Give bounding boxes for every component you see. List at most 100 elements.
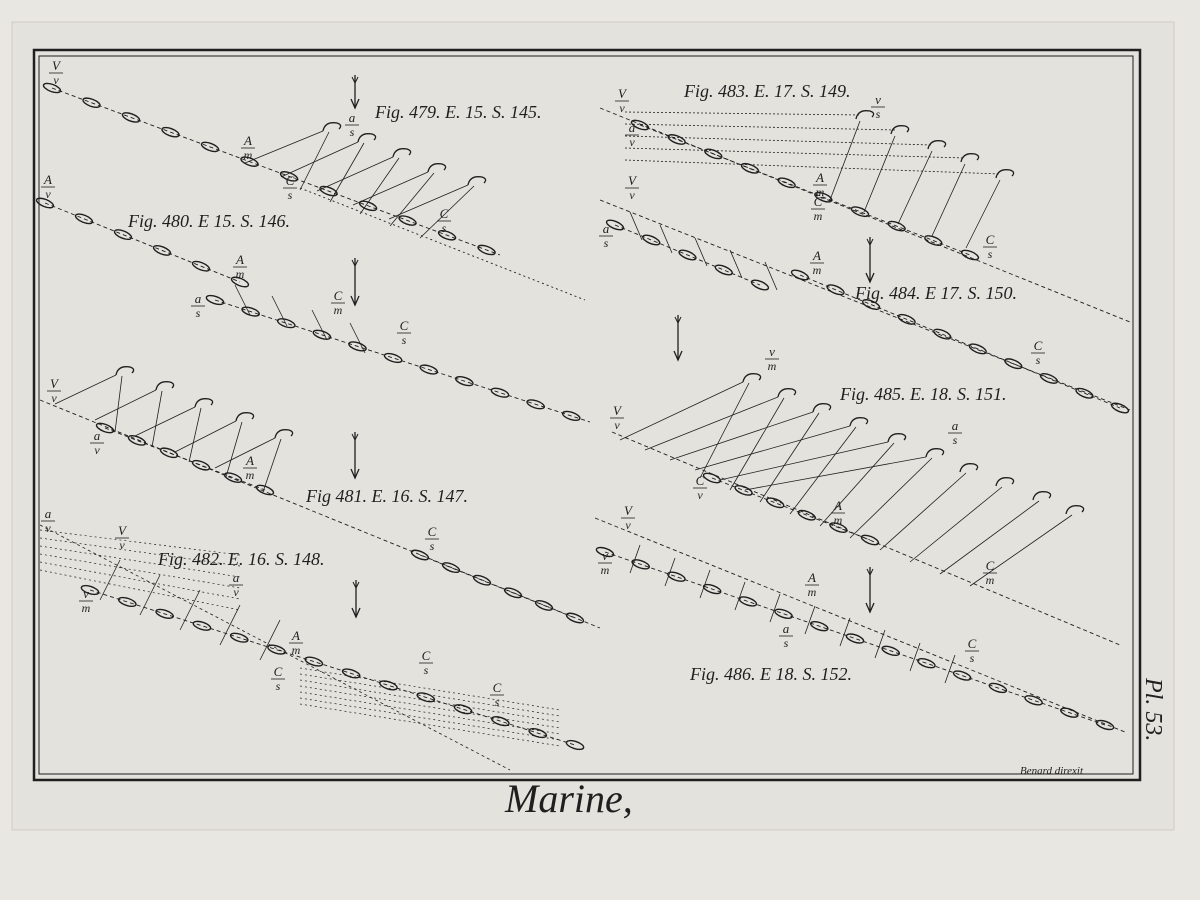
fig486-main-column-ship xyxy=(952,670,972,681)
fig482-hatch-line-lower xyxy=(299,691,561,735)
fig481-ship-column-axis xyxy=(104,427,266,491)
fig484-link-line xyxy=(659,224,673,254)
fig485-turning-ship xyxy=(849,417,869,427)
fig-484-caption: Fig. 484. E 17. S. 150. xyxy=(854,283,1017,303)
fig482-link-line xyxy=(219,604,241,646)
fig484-letter-top: a xyxy=(603,221,610,236)
fig485-letter-top: V xyxy=(613,403,623,418)
fig484-letter: Vv xyxy=(625,173,639,202)
fig486-wind-arrow-fletch xyxy=(866,568,874,577)
fig485-letter-bottom: v xyxy=(614,418,620,432)
fig480-letter-bottom: s xyxy=(196,306,201,320)
fig481-sight-line xyxy=(54,374,117,405)
fig480-main-column-ship xyxy=(561,410,581,422)
fig481-wind-arrow-fletch xyxy=(351,433,359,442)
fig486-letter-bottom: v xyxy=(625,518,631,532)
fig486-axis-line xyxy=(594,517,1126,733)
fig484-main-column-ship xyxy=(933,328,952,340)
fig480-link-line xyxy=(271,295,288,327)
fig486-letter-top: a xyxy=(783,621,790,636)
fig479-main-column-ship xyxy=(319,185,338,197)
fig479-letter: Am xyxy=(241,133,255,162)
fig479-sight-line xyxy=(389,172,435,227)
fig479-letter: as xyxy=(345,110,359,139)
fig479-sight-line xyxy=(280,141,359,178)
fig486-main-column-ship xyxy=(667,571,686,582)
fig483-letter: Cm xyxy=(811,194,825,223)
fig484-lead-column-axis xyxy=(614,224,761,286)
fig480-letter-bottom: s xyxy=(402,333,407,347)
fig481-letter: av xyxy=(90,428,104,457)
fig484-letter-bottom: s xyxy=(1036,353,1041,367)
fig485-letter-bottom: m xyxy=(768,359,777,373)
fig485-sight-line xyxy=(789,426,857,515)
fig485-ship-column-ship xyxy=(766,497,785,509)
fig485-sight-line xyxy=(879,472,967,551)
fig483-ship-column-ship xyxy=(850,206,870,218)
fig485-ship-column-ship xyxy=(702,472,722,484)
fig482-letter: vm xyxy=(79,586,93,615)
fig485-letter-bottom: m xyxy=(986,573,995,587)
fig483-ship-column-ship xyxy=(667,134,686,145)
fig486-main-column-ship xyxy=(1024,695,1043,706)
fig483-ship-column-ship xyxy=(924,235,943,246)
fig482-letter: Am xyxy=(289,628,303,657)
fig481-sight-line xyxy=(214,437,276,469)
fig486-letter-top: V xyxy=(624,503,634,518)
fig486-wind-arrow-head xyxy=(865,602,875,614)
fig484-letter: Am xyxy=(810,248,824,277)
fig485-letter-bottom: m xyxy=(834,513,843,527)
fig479-letter-bottom: s xyxy=(350,125,355,139)
fig486-letter-top: A xyxy=(807,570,816,585)
fig485-letter: Vv xyxy=(610,403,624,432)
fig485-sight-line xyxy=(819,442,895,527)
fig483-letter-top: A xyxy=(815,170,824,185)
fig479-sight-line xyxy=(388,184,469,220)
fig482-hatch-line xyxy=(39,561,241,600)
fig483-link-line xyxy=(965,179,1001,249)
fig479-letter-top: A xyxy=(243,133,252,148)
fig485-letter-bottom: s xyxy=(953,433,958,447)
fig481-sight-line xyxy=(188,407,202,463)
fig485-turning-ship xyxy=(995,477,1015,487)
fig484-main-column-ship xyxy=(968,343,987,355)
fig485-turning-ship xyxy=(812,403,832,413)
fig483-link-line xyxy=(863,135,896,213)
fig482-letter-bottom: m xyxy=(292,643,301,657)
fig480-letter: Cs xyxy=(397,318,411,347)
fig483-letter: Cs xyxy=(983,232,997,261)
fig483-turning-ship xyxy=(927,140,947,150)
fig480-letter-bottom: v xyxy=(45,187,51,201)
fig483-link-line xyxy=(931,163,966,237)
fig482-main-column-ship xyxy=(155,608,174,619)
fig484-main-column-ship xyxy=(826,284,845,296)
fig483-letter: Am xyxy=(813,170,827,199)
fig482-letter-top: A xyxy=(291,628,300,643)
fig486-link-line xyxy=(734,581,746,611)
fig486-letter: Am xyxy=(805,570,819,599)
fig486-link-line xyxy=(769,593,781,623)
fig486-main-column-ship xyxy=(809,620,829,632)
fig479-sight-line xyxy=(352,171,429,206)
fig483-letter-top: a xyxy=(629,120,636,135)
fig482-letter-top: C xyxy=(422,648,431,663)
fig483-bearing-line xyxy=(624,147,966,159)
fig481-ship-column-ship xyxy=(95,422,115,434)
fig485-letter-top: v xyxy=(769,344,775,359)
fig481-letter-top: C xyxy=(428,524,437,539)
fig479-main-column-ship xyxy=(200,141,220,153)
fig485-axis-line xyxy=(611,431,1121,646)
fig479-sight-line xyxy=(316,156,394,192)
fig481-turning-ship xyxy=(115,366,135,376)
fig485-sight-line xyxy=(909,486,1003,563)
fig483-turning-ship xyxy=(890,125,910,135)
fig479-main-column-ship xyxy=(398,215,417,226)
fig480-main-column-ship xyxy=(241,306,260,317)
fig482-link-line xyxy=(179,589,201,631)
fig479-sight-line xyxy=(359,157,400,215)
fig484-link-line xyxy=(764,261,778,291)
fig481-turning-ship xyxy=(235,412,255,422)
fig485-turning-ship xyxy=(1032,491,1052,501)
fig483-turning-ship xyxy=(855,110,875,120)
